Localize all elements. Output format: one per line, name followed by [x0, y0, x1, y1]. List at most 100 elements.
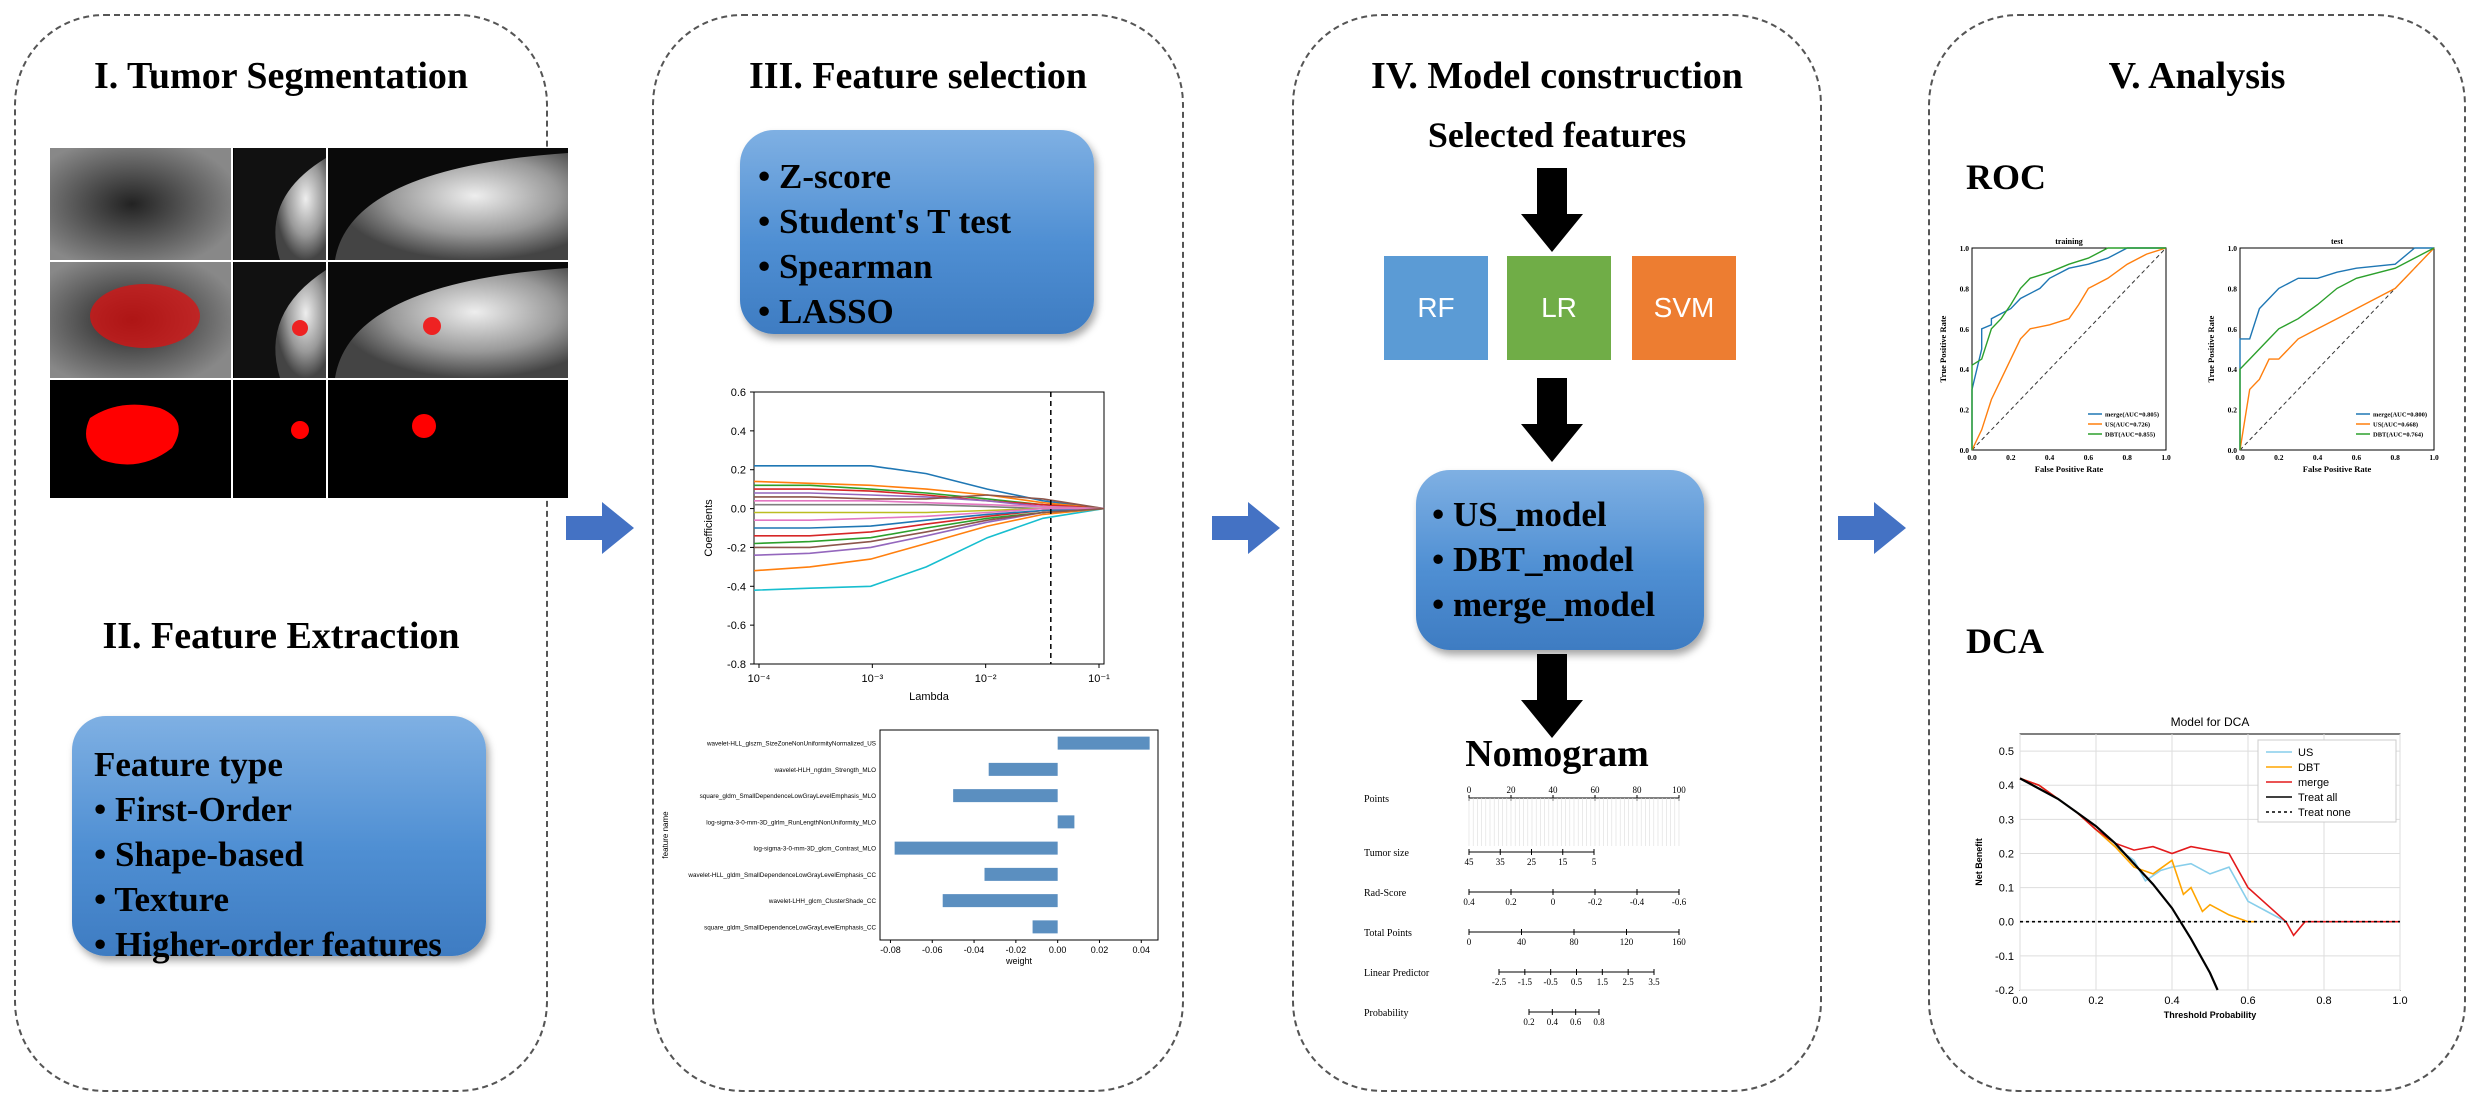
- chance-line: [1971, 247, 2167, 451]
- y-tick-label: 0.2: [2228, 406, 2238, 415]
- panel-title-extraction: II. Feature Extraction: [102, 615, 460, 657]
- y-tick-label: 0.0: [2228, 446, 2238, 455]
- nomogram-row-label: Rad-Score: [1364, 888, 1407, 899]
- y-axis-label: feature name: [661, 811, 670, 859]
- nomogram-tick-label: 0: [1467, 786, 1472, 795]
- nomogram-tick-label: -1.5: [1518, 977, 1533, 987]
- nomogram-row-label: Probability: [1364, 1008, 1408, 1019]
- y-tick-label: 0.0: [731, 504, 746, 516]
- dbt-image: [335, 153, 568, 260]
- down-arrow-1: [1521, 168, 1583, 252]
- nomogram-tick-label: 120: [1620, 937, 1634, 947]
- down-arrow-2: [1521, 378, 1583, 462]
- nomogram-row-label: Tumor size: [1364, 848, 1409, 859]
- roc-test-chart: 0.00.00.20.20.40.40.60.60.80.81.01.0test…: [2206, 237, 2439, 474]
- panel-model-construction: IV. Model construction Selected features…: [1292, 14, 1822, 1092]
- nomogram-tick-label: 160: [1672, 937, 1686, 947]
- nomogram-tick-label: 0.2: [1523, 1017, 1534, 1026]
- model-svm: SVM: [1632, 256, 1736, 360]
- x-tick-label: 1.0: [2429, 453, 2439, 462]
- nomogram-tick-label: 25: [1527, 857, 1537, 867]
- x-tick-label: -0.02: [1006, 945, 1027, 955]
- x-tick-label: 10⁻⁴: [748, 673, 771, 685]
- roc-curve: [2239, 247, 2435, 451]
- x-tick-label: 1.0: [2161, 453, 2171, 462]
- model-lr: LR: [1507, 256, 1611, 360]
- x-axis-label: weight: [1005, 956, 1033, 966]
- coefficient-path-line: [754, 500, 1105, 510]
- y-tick-label: -0.1: [1995, 951, 2014, 963]
- nomogram-tick-label: -0.2: [1588, 897, 1602, 907]
- feature-name-label: wavelet-HLL_gldm_SmallDependenceLowGrayL…: [687, 872, 876, 879]
- legend-label: Treat all: [2298, 792, 2337, 804]
- nomogram-row-label: Linear Predictor: [1364, 968, 1430, 979]
- y-tick-label: 0.8: [1960, 284, 1970, 293]
- weight-bar: [1032, 920, 1058, 934]
- selection-methods-box: • Z-score • Student's T test • Spearman …: [740, 130, 1094, 334]
- legend-label: US(AUC=0.668): [2373, 422, 2418, 429]
- nomogram-tick-label: 0.4: [1547, 1017, 1559, 1026]
- y-axis-label: Coefficients: [703, 499, 715, 557]
- down-arrow-3: [1521, 654, 1583, 738]
- x-tick-label: 0.04: [1133, 945, 1151, 955]
- coefficient-path-line: [754, 488, 1105, 510]
- weight-bar: [1057, 815, 1075, 829]
- roc-training-chart: 0.00.00.20.20.40.40.60.60.80.81.01.0trai…: [1938, 237, 2171, 474]
- tumor-mask-cc: [291, 421, 309, 439]
- coefficient-path-line: [754, 465, 1105, 510]
- legend-label: US: [2298, 747, 2313, 759]
- x-tick-label: 0.0: [2012, 995, 2027, 1007]
- y-tick-label: 0.8: [2228, 284, 2238, 293]
- x-tick-label: 0.8: [2391, 453, 2401, 462]
- roc-curve: [1971, 247, 2167, 451]
- legend-label: merge(AUC=0.800): [2373, 412, 2427, 419]
- y-tick-label: -0.4: [727, 581, 746, 593]
- x-axis-label: Lambda: [909, 691, 950, 703]
- y-tick-label: 1.0: [2228, 244, 2238, 253]
- x-tick-label: 0.4: [2164, 995, 2179, 1007]
- feature-name-label: log-sigma-3-0-mm-3D_glcm_Contrast_MLO: [754, 846, 877, 853]
- nomogram-tick-label: 0.8: [1593, 1017, 1605, 1026]
- weight-bar: [984, 867, 1058, 881]
- y-tick-label: 0.6: [731, 387, 746, 399]
- x-tick-label: 0.0: [1967, 453, 1977, 462]
- nomogram-tick-label: -0.5: [1544, 977, 1559, 987]
- panel-title-analysis: V. Analysis: [2108, 55, 2286, 97]
- weight-bar: [894, 841, 1058, 855]
- model-outputs-box: • US_model • DBT_model • merge_model: [1416, 470, 1704, 650]
- feature-name-label: wavelet-HLL_glszm_SizeZoneNonUniformityN…: [706, 741, 876, 748]
- nomogram-tick-label: 0.6: [1570, 1017, 1582, 1026]
- x-tick-label: 0.2: [2088, 995, 2103, 1007]
- coefficient-path-line: [754, 494, 1105, 510]
- selection-method-item: • Student's T test: [758, 202, 1012, 241]
- nomogram-tick-label: 1.5: [1597, 977, 1609, 987]
- x-axis-label: Threshold Probability: [2164, 1010, 2257, 1020]
- nomogram-row-label: Points: [1364, 794, 1389, 805]
- roc-label: ROC: [1966, 157, 2046, 197]
- chart-title: test: [2331, 237, 2343, 246]
- selection-method-item: • Spearman: [758, 247, 933, 286]
- x-tick-label: 0.2: [2006, 453, 2016, 462]
- roc-curve: [2239, 247, 2435, 450]
- feature-type-item: • Shape-based: [94, 835, 304, 874]
- feature-name-label: square_gldm_SmallDependenceLowGrayLevelE…: [700, 793, 877, 800]
- model-output-item: • US_model: [1432, 495, 1607, 534]
- feature-type-box: Feature type • First-Order • Shape-based…: [72, 716, 486, 964]
- x-tick-label: 10⁻²: [975, 673, 997, 685]
- coefficient-path-line: [753, 480, 1105, 510]
- mammogram-cc-image: [275, 158, 326, 260]
- nomogram-tick-label: 60: [1591, 786, 1601, 795]
- tumor-mask-us: [86, 404, 179, 465]
- y-tick-label: 1.0: [1960, 244, 1970, 253]
- x-tick-label: 0.6: [2084, 453, 2094, 462]
- nomogram-tick-label: 2.5: [1623, 977, 1635, 987]
- legend-label: Treat none: [2298, 807, 2351, 819]
- chart-title: Model for DCA: [2171, 715, 2250, 729]
- panel-segmentation-extraction: I. Tumor Segmentation: [14, 14, 568, 1092]
- y-tick-label: 0.4: [1960, 365, 1970, 374]
- flow-arrow-1: [566, 502, 634, 554]
- nomogram-tick-label: 15: [1558, 857, 1568, 867]
